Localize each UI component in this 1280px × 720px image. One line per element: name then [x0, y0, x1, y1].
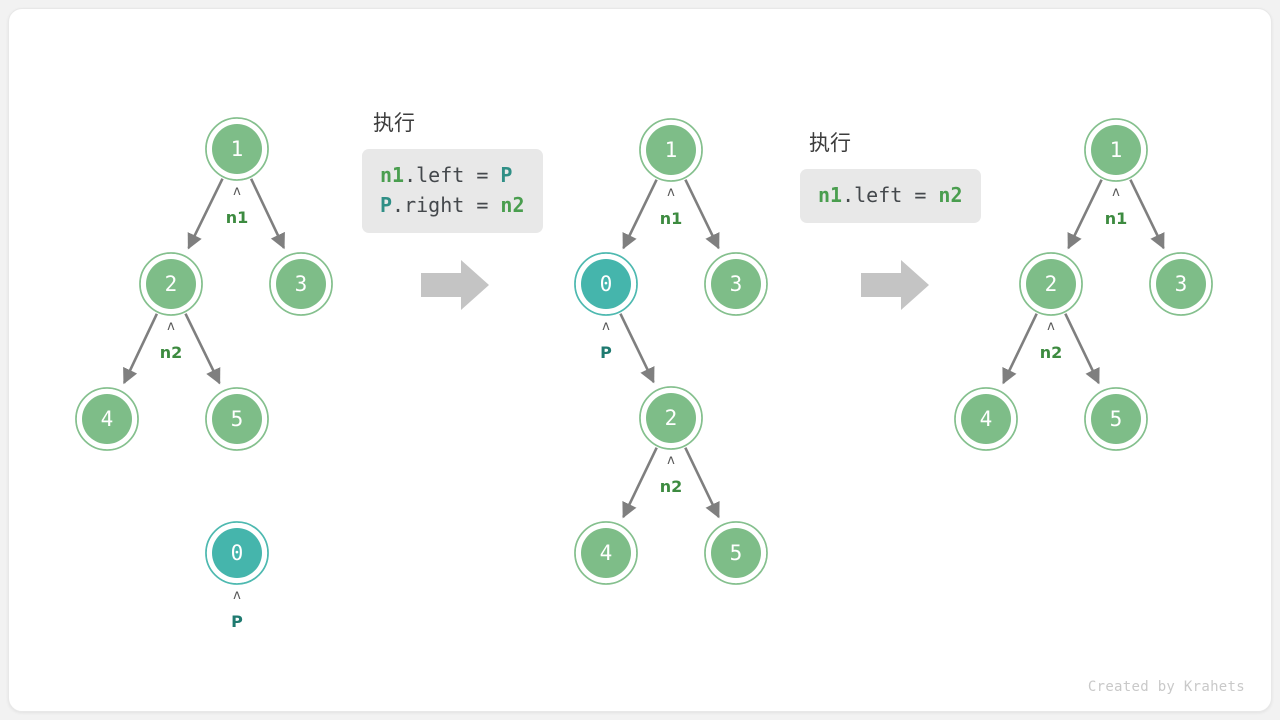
code-token: n2 [500, 193, 525, 217]
tree-edges [122, 178, 1165, 519]
pointer-caret-icon: ʌ [602, 319, 610, 334]
tree-node: 2 [639, 386, 703, 450]
pointer-label: n1 [660, 209, 683, 228]
tree-edge [684, 179, 720, 250]
tree-node: 0 [205, 521, 269, 585]
tree-node-value: 5 [730, 541, 743, 565]
tree-node: 1 [639, 118, 703, 182]
pointer-label: n2 [660, 477, 683, 496]
code-token: .left = [404, 163, 501, 187]
pointer-label: n2 [160, 343, 183, 362]
pointer-caret-icon: ʌ [1047, 319, 1055, 334]
tree-edge [619, 313, 655, 384]
tree-nodes: 1 2 3 4 5 0 1 0 3 2 4 5 1 2 3 4 5 [75, 117, 1213, 585]
code-token: .right = [392, 193, 501, 217]
tree-node-value: 4 [600, 541, 613, 565]
pointer-caret-icon: ʌ [167, 319, 175, 334]
pointer-caret-icon: ʌ [233, 184, 241, 199]
pointer-label: n2 [1040, 343, 1063, 362]
pointer-caret-icon: ʌ [233, 588, 241, 603]
tree-node-value: 3 [295, 272, 308, 296]
tree-node: 5 [1084, 387, 1148, 451]
code-token: P [500, 163, 513, 187]
tree-node: 2 [139, 252, 203, 316]
tree-node-value: 0 [231, 541, 244, 565]
pointer-label: n1 [1105, 209, 1128, 228]
code-token: .left = [842, 183, 939, 207]
tree-node-value: 0 [600, 272, 613, 296]
pointer-label: n1 [226, 208, 249, 227]
tree-node-value: 2 [665, 406, 678, 430]
credit-text: Created by Krahets [1087, 679, 1245, 695]
tree-node: 1 [205, 117, 269, 181]
code-line: n1.left = n2 [818, 180, 963, 210]
tree-node-value: 4 [980, 407, 993, 431]
pointer-label: P [600, 343, 612, 362]
exec-heading: 执行 [809, 131, 851, 155]
pointer-caret-icon: ʌ [667, 185, 675, 200]
tree-edge [1002, 313, 1038, 385]
tree-edge [249, 178, 286, 250]
tree-node-value: 1 [1110, 138, 1123, 162]
tree-edge [622, 447, 658, 519]
tree-edge [184, 313, 221, 385]
tree-node-value: 1 [665, 138, 678, 162]
code-token: n1 [380, 163, 405, 187]
tree-node-value: 1 [231, 137, 244, 161]
tree-node: 2 [1019, 252, 1083, 316]
tree-node: 4 [574, 521, 638, 585]
code-box: n1.left = n2 [800, 169, 981, 223]
tree-edge [122, 313, 159, 385]
tree-node: 5 [205, 387, 269, 451]
arrow-stage1-to-stage2 [421, 257, 489, 313]
tree-edge [1129, 179, 1165, 250]
tree-node: 3 [1149, 252, 1213, 316]
tree-node-value: 2 [165, 272, 178, 296]
tree-node-value: 3 [730, 272, 743, 296]
pointer-caret-icon: ʌ [667, 453, 675, 468]
code-token: P [380, 193, 393, 217]
tree-node: 1 [1084, 118, 1148, 182]
tree-node-value: 5 [1110, 407, 1123, 431]
code-line: P.right = n2 [380, 190, 525, 220]
tree-node: 4 [954, 387, 1018, 451]
tree-node-value: 3 [1175, 272, 1188, 296]
tree-node-value: 2 [1045, 272, 1058, 296]
tree-node-value: 5 [231, 407, 244, 431]
code-token: n2 [938, 183, 963, 207]
tree-edge [684, 447, 720, 519]
arrow-stage2-to-stage3 [861, 257, 929, 313]
tree-node: 4 [75, 387, 139, 451]
code-line: n1.left = P [380, 160, 525, 190]
tree-node: 3 [704, 252, 768, 316]
tree-node: 5 [704, 521, 768, 585]
tree-edge [1067, 179, 1103, 250]
pointer-label: P [231, 612, 243, 631]
tree-edge [622, 179, 658, 250]
tree-node: 3 [269, 252, 333, 316]
exec-heading: 执行 [373, 111, 415, 135]
tree-node: 0 [574, 252, 638, 316]
tree-edge [1064, 313, 1100, 385]
tree-node-value: 4 [101, 407, 114, 431]
code-token: n1 [818, 183, 843, 207]
pointer-caret-icon: ʌ [1112, 185, 1120, 200]
tree-edge [187, 178, 224, 250]
